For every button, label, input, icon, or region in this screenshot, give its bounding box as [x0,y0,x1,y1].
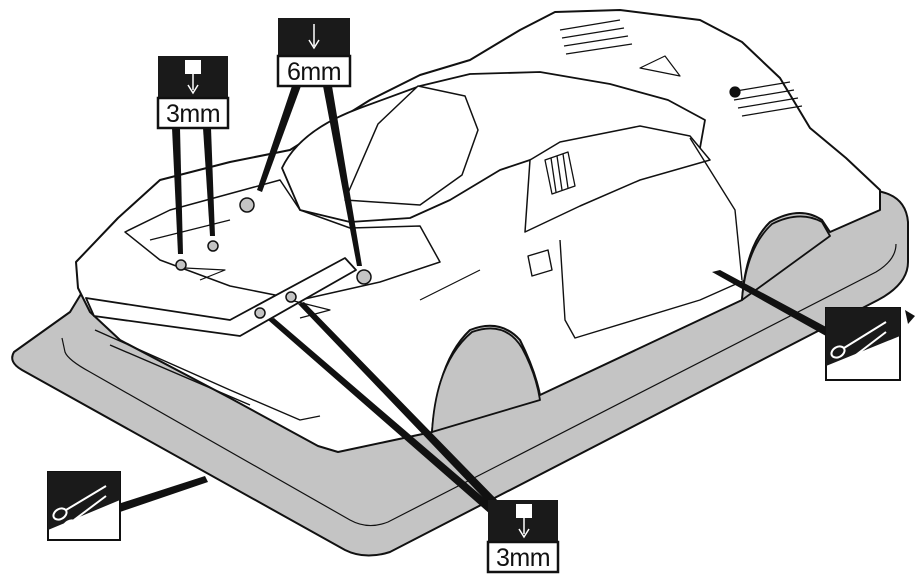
hole-3mm-a [175,259,187,271]
drill-callout-top-size: 6mm [287,58,341,86]
door-line [559,137,746,339]
body-accent-lines [149,219,481,319]
rear-window [344,85,479,206]
leader-left-1 [172,128,183,254]
leader-cut-left [118,476,208,512]
cut-callout-left [47,471,121,541]
drill-icon [185,60,201,95]
front-wheel-arch [741,215,831,301]
cut-callout-right-arrow [905,310,915,324]
scissors-icon [52,485,107,533]
drill-callout-left: 3mm [156,56,230,130]
side-window [524,125,711,233]
hole-3mm-c [254,307,266,319]
hole-3mm-b [207,240,219,252]
scissors-icon [830,321,887,371]
hood-vents [559,19,803,117]
leader-left-2 [203,128,215,236]
hole-3mm-d [285,291,297,303]
leader-top-2 [323,86,362,266]
leader-lines [118,86,828,514]
leader-bottom-2 [298,302,502,510]
drill-callout-bottom: 3mm [486,500,560,574]
car-body [75,9,881,453]
drill-callout-bottom-size: 3mm [496,544,550,572]
drill-callout-left-box [156,96,230,130]
leader-cut-right [712,270,828,336]
drill-callout-left-size: 3mm [166,100,220,128]
leader-bottom-1 [268,318,498,514]
leader-top-1 [257,86,301,192]
mounting-holes [175,197,372,319]
hole-6mm-front [239,197,255,213]
drill-callout-top-box [276,54,352,88]
drill-icon [516,504,532,539]
door-handle [527,249,553,277]
rear-wing [85,257,357,337]
drill-callout-bottom-box [486,540,560,574]
drill-icon [308,24,320,50]
tail-strip [94,329,321,421]
tray-inner-line [61,243,897,527]
drill-callout-top: 6mm [276,18,352,88]
hole-6mm-rear [356,269,372,285]
cut-callout-right [825,307,915,381]
side-vent [544,151,576,195]
rear-wheel-arch [431,327,541,433]
